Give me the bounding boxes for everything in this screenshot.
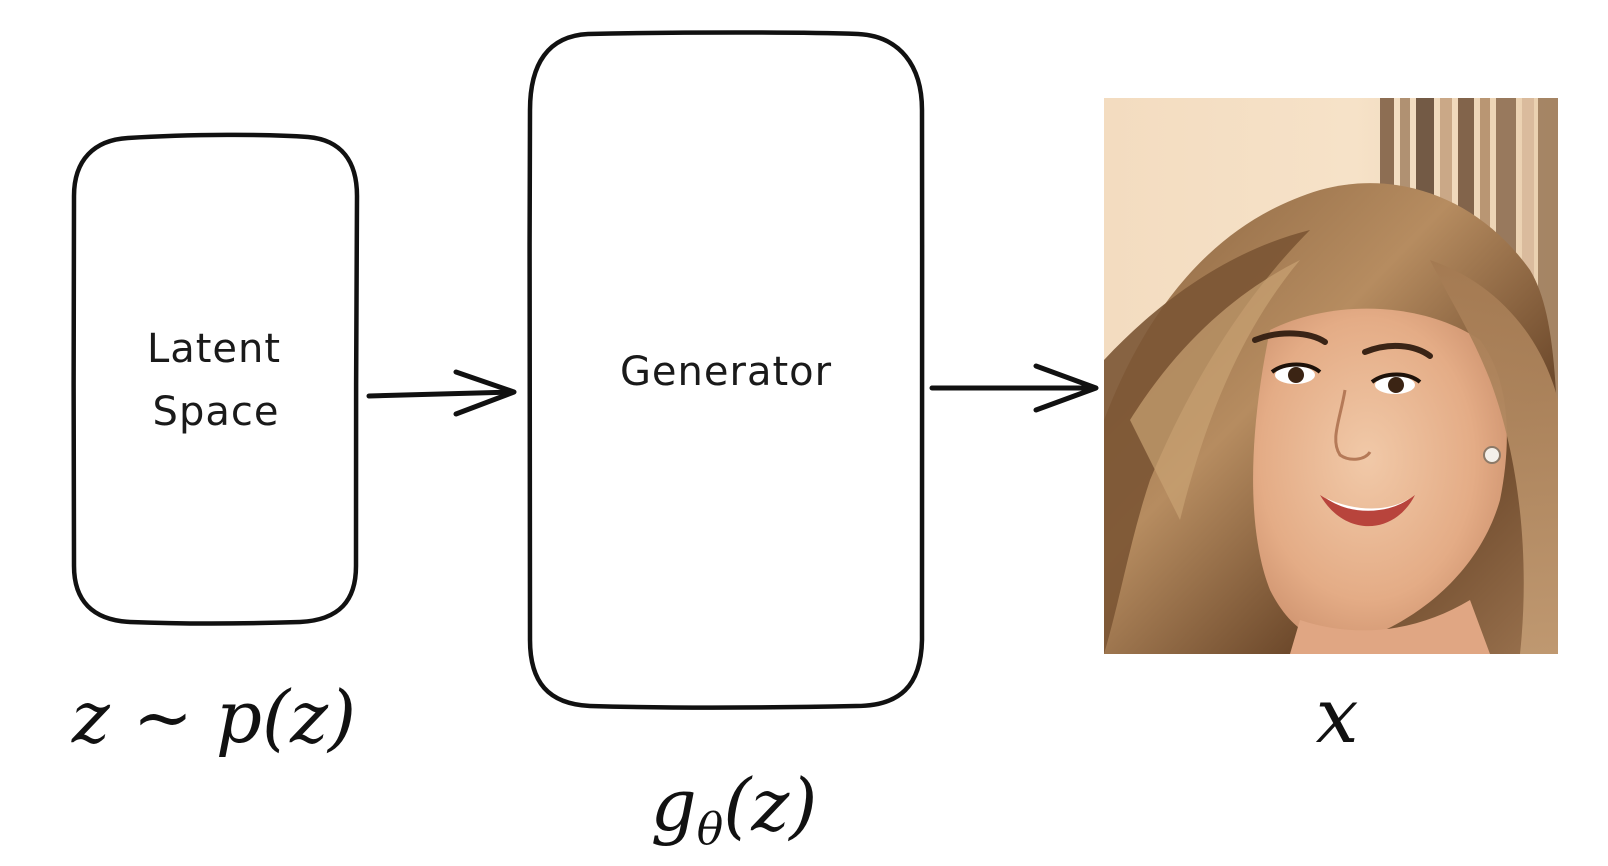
generated-face-image	[1104, 98, 1558, 654]
generator-caption: gθ(z)	[651, 763, 818, 855]
latent-space-label-line2: Space	[153, 389, 280, 435]
generator-node: Generator	[527, 30, 925, 710]
arrow-generator-to-output	[929, 363, 1099, 413]
latent-space-label-line1: Latent	[147, 326, 281, 372]
output-caption: x	[1316, 671, 1359, 760]
generator-box	[527, 30, 925, 710]
latent-space-box	[71, 132, 360, 626]
generator-caption-g: g	[651, 763, 697, 847]
latent-space-caption: z ~ p(z)	[71, 675, 356, 759]
generator-caption-theta: θ	[697, 804, 724, 855]
generator-caption-args: (z)	[723, 763, 817, 847]
latent-space-node: Latent Space	[71, 132, 360, 626]
generator-label: Generator	[620, 349, 832, 395]
arrow-latent-to-generator	[366, 369, 517, 417]
